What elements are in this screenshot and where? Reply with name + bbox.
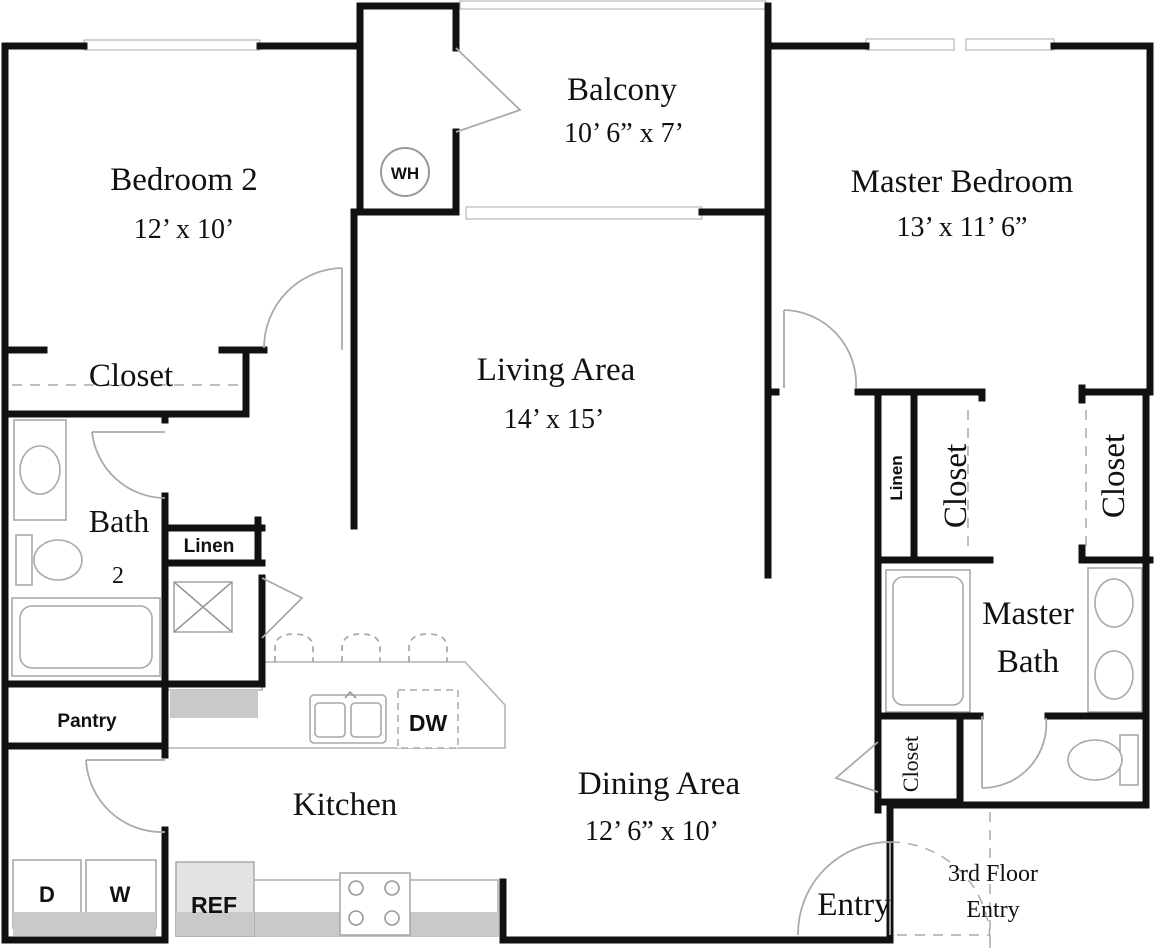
bath2-bathtub bbox=[11, 597, 161, 677]
master-window-1 bbox=[865, 38, 955, 51]
bath2-vanity-sink bbox=[13, 419, 67, 521]
bedroom2-name: Bedroom 2 bbox=[110, 162, 258, 198]
master-bedroom-size: 13’ x 11’ 6” bbox=[897, 212, 1028, 243]
dishwasher-label: DW bbox=[409, 710, 448, 736]
bath2-name: Bath bbox=[89, 503, 149, 539]
dining-area-size: 12’ 6” x 10’ bbox=[585, 816, 719, 847]
master-toilet-icon bbox=[1067, 734, 1139, 786]
master-double-vanity bbox=[1087, 567, 1143, 713]
doors bbox=[12, 47, 1087, 951]
linen-bath2-label: Linen bbox=[184, 536, 235, 557]
washer-label: W bbox=[110, 882, 131, 907]
bath2-toilet-icon bbox=[15, 534, 83, 586]
master-bedroom-name: Master Bedroom bbox=[851, 164, 1074, 200]
bar-stools bbox=[274, 633, 448, 662]
master-bath-name-1: Master bbox=[982, 596, 1074, 632]
washer-dryer bbox=[12, 859, 157, 936]
linen-master-label: Linen bbox=[887, 455, 906, 500]
closet-entry-label: Closet bbox=[898, 736, 923, 792]
third-floor-entry-1: 3rd Floor bbox=[948, 861, 1038, 887]
third-floor-entry-2: Entry bbox=[966, 897, 1019, 923]
pantry-label: Pantry bbox=[57, 711, 117, 732]
dryer-label: D bbox=[39, 882, 55, 907]
water-heater-icon bbox=[380, 147, 430, 197]
bedroom2-window bbox=[83, 39, 261, 51]
closet-bedroom2-label: Closet bbox=[89, 358, 173, 394]
master-bath-name-2: Bath bbox=[997, 644, 1060, 680]
balcony-name: Balcony bbox=[567, 72, 677, 108]
living-area-size: 14’ x 15’ bbox=[504, 404, 605, 435]
living-area-name: Living Area bbox=[477, 352, 636, 388]
closet-master-right-label: Closet bbox=[1096, 434, 1132, 518]
entry-name: Entry bbox=[817, 887, 891, 923]
refrigerator-label: REF bbox=[191, 892, 237, 918]
kitchen-back-counter bbox=[175, 861, 499, 937]
balcony-size: 10’ 6” x 7’ bbox=[564, 118, 684, 149]
bath2-number: 2 bbox=[112, 563, 124, 589]
dishwasher bbox=[397, 689, 459, 749]
balcony-railing bbox=[459, 0, 767, 10]
master-window-2 bbox=[965, 38, 1055, 51]
dining-area-name: Dining Area bbox=[578, 766, 741, 802]
kitchen-name: Kitchen bbox=[293, 787, 397, 823]
bedroom2-size: 12’ x 10’ bbox=[134, 214, 235, 245]
closet-master-left-label: Closet bbox=[938, 444, 974, 528]
kitchen-sink bbox=[309, 690, 387, 744]
stove-icon bbox=[339, 872, 411, 936]
master-bathtub bbox=[885, 569, 971, 713]
shower-box bbox=[173, 581, 233, 633]
water-heater-label: WH bbox=[391, 164, 419, 183]
balcony-sliding-door bbox=[465, 206, 703, 220]
